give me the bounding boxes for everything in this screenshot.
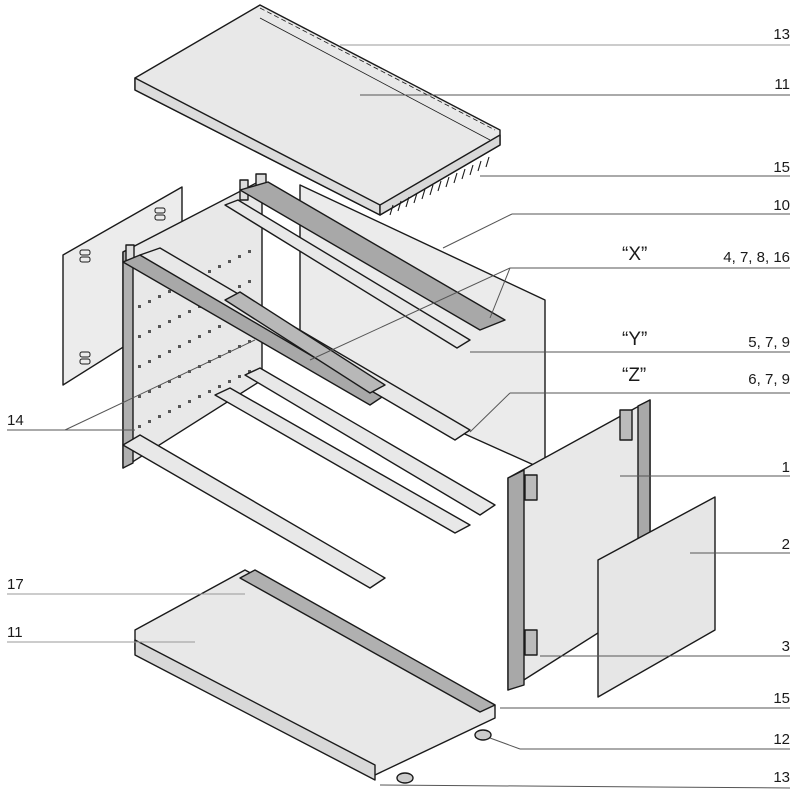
rails: [122, 181, 506, 589]
bottom-cover: [134, 569, 496, 781]
callout-2: 2: [781, 536, 790, 553]
right-side-cover: [597, 496, 716, 698]
callout-15: 15: [773, 159, 790, 176]
callout-13-bottom: 13: [773, 769, 790, 786]
callout-11: 11: [774, 76, 790, 93]
callout-z-label: “Z”: [622, 365, 647, 386]
callout-17: 17: [7, 576, 24, 593]
callout-y-parts: 5, 7, 9: [748, 334, 790, 351]
callout-x-parts: 4, 7, 8, 16: [723, 249, 790, 266]
callout-14: 14: [7, 412, 24, 429]
callout-x-label: “X”: [622, 244, 648, 265]
callout-11-bottom: 11: [7, 624, 23, 641]
callout-10: 10: [773, 197, 790, 214]
top-cover: [134, 4, 501, 216]
callout-13: 13: [773, 26, 790, 43]
callout-3: 3: [781, 638, 790, 655]
callout-y-label: “Y”: [622, 329, 648, 350]
callout-1: 1: [781, 459, 790, 476]
callout-12: 12: [773, 731, 790, 748]
callout-z-parts: 6, 7, 9: [748, 371, 790, 388]
callout-15-bottom: 15: [773, 690, 790, 707]
